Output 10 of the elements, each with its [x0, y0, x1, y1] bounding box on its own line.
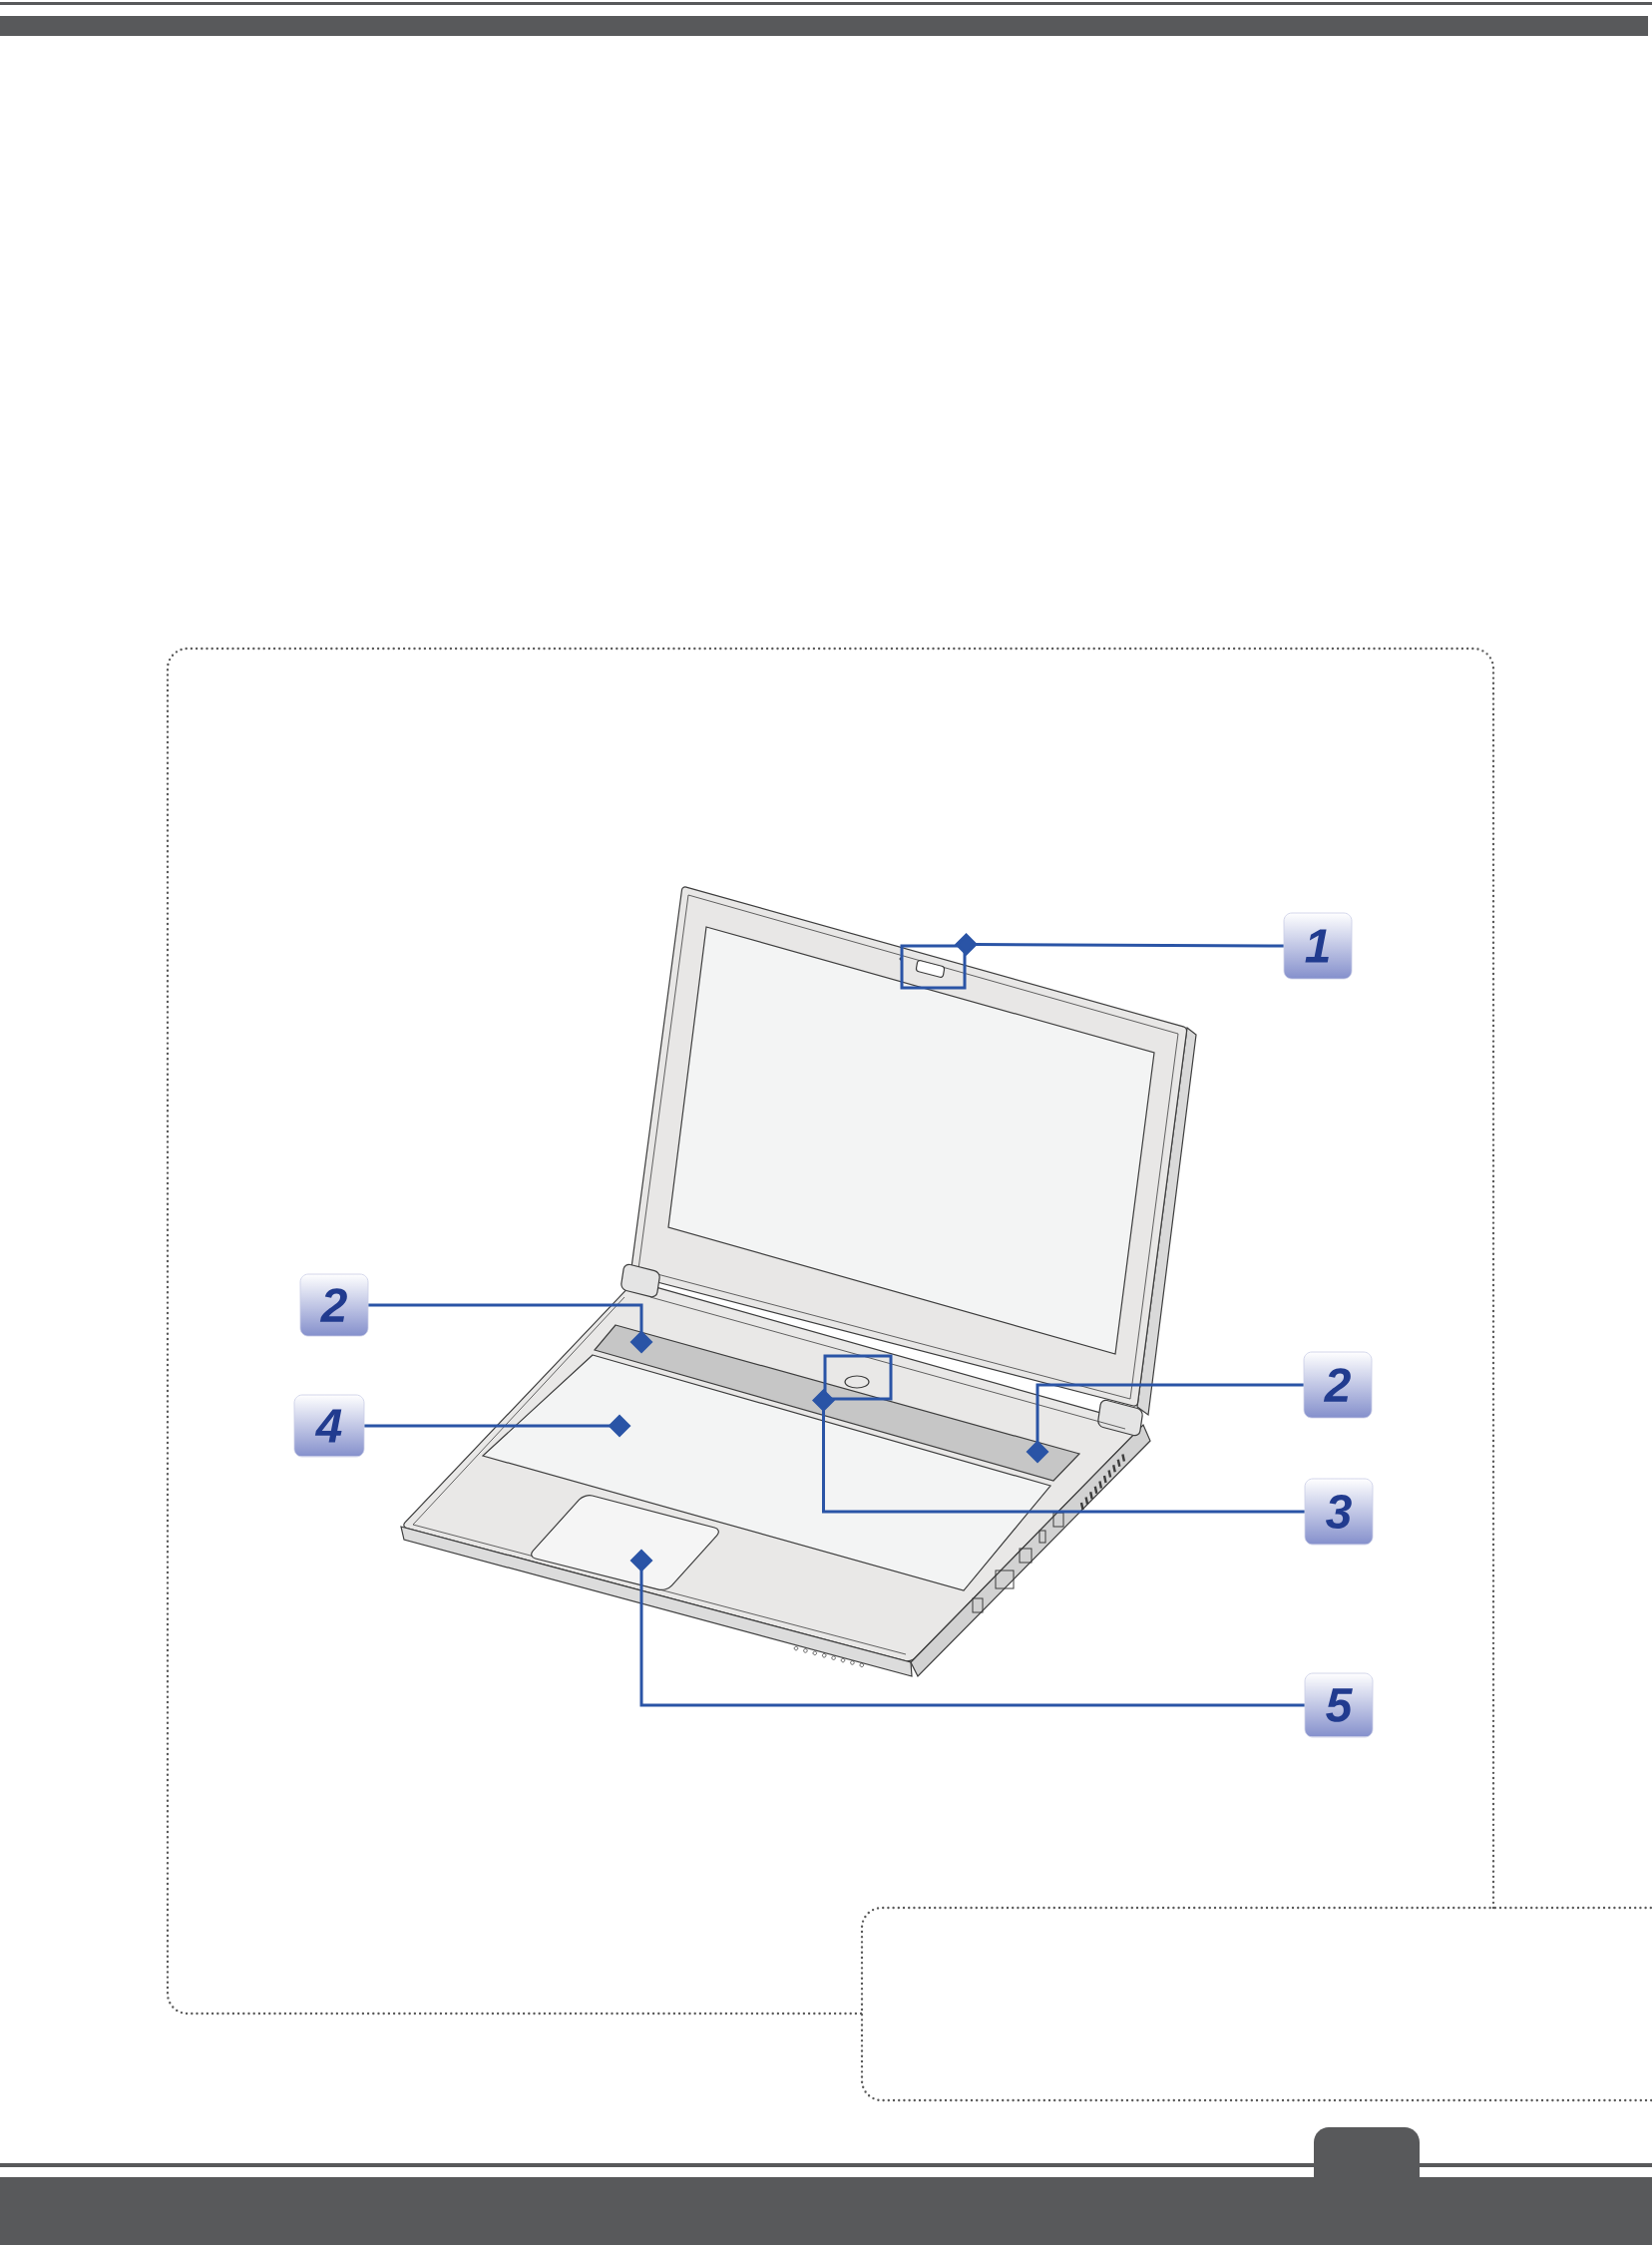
highlight-box [823, 1354, 893, 1401]
highlight-box [900, 944, 967, 990]
callout-number: 3 [1304, 1478, 1374, 1546]
callout-number: 1 [1283, 912, 1353, 980]
leader-line [955, 933, 1284, 957]
callout-number: 2 [299, 1273, 369, 1337]
callout-number: 4 [293, 1394, 365, 1458]
leader-line [812, 1389, 1305, 1514]
callout-number: 5 [1304, 1672, 1374, 1738]
callout-number: 2 [1303, 1351, 1373, 1419]
